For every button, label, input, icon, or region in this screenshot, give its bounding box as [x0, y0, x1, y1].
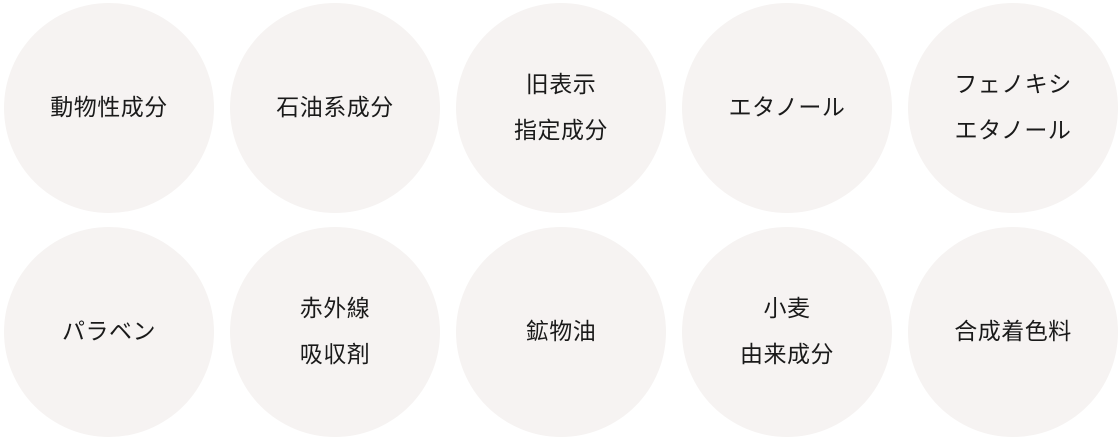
ingredient-label: エタノール [728, 95, 846, 121]
ingredient-label-line1: 赤外線 [299, 296, 371, 322]
ingredient-label-line1: フェノキシ [954, 72, 1072, 98]
ingredient-phenoxyethanol: フェノキシ エタノール [908, 3, 1118, 213]
ingredient-uv-absorber: 赤外線 吸収剤 [230, 227, 440, 437]
ingredient-label-line2: 吸収剤 [299, 342, 371, 368]
ingredient-synthetic-colorant: 合成着色料 [908, 227, 1118, 437]
ingredient-label: パラベン [62, 319, 156, 345]
ingredient-mineral-oil: 鉱物油 [456, 227, 666, 437]
ingredient-label-line1: 旧表示 [525, 72, 597, 98]
ingredient-paraben: パラベン [4, 227, 214, 437]
ingredient-label-line1: 小麦 [763, 296, 811, 322]
ingredient-ethanol: エタノール [682, 3, 892, 213]
ingredient-designated-old-label: 旧表示 指定成分 [456, 3, 666, 213]
ingredient-label-line2: 由来成分 [740, 342, 834, 368]
ingredient-label: 動物性成分 [50, 95, 168, 121]
ingredient-petroleum: 石油系成分 [230, 3, 440, 213]
ingredient-label: 合成着色料 [954, 319, 1072, 345]
ingredient-label-line2: エタノール [954, 118, 1072, 144]
ingredient-label: 鉱物油 [525, 319, 597, 345]
ingredient-label: 石油系成分 [276, 95, 394, 121]
ingredient-wheat-derived: 小麦 由来成分 [682, 227, 892, 437]
ingredient-label-line2: 指定成分 [514, 118, 608, 144]
ingredient-animal-derived: 動物性成分 [4, 3, 214, 213]
free-from-ingredients-grid: 動物性成分 石油系成分 旧表示 指定成分 エタノール フェノキシ エタノール パ… [4, 3, 1118, 437]
